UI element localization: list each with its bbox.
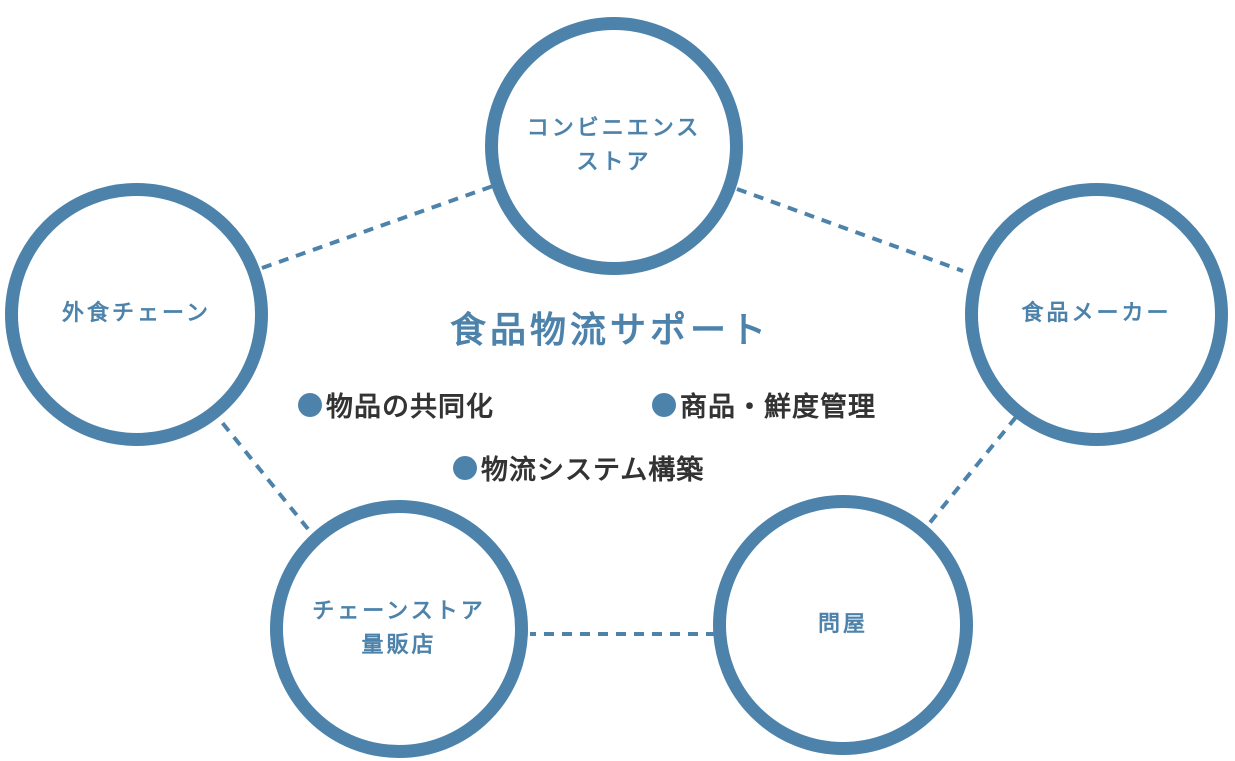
node-chain-store-line2: 量販店	[361, 633, 437, 658]
node-convenience-store-line2: ストア	[576, 150, 652, 175]
node-food-maker-text: 食品メーカー	[1021, 301, 1172, 327]
feature-freshness-management: 商品・鮮度管理	[652, 385, 876, 424]
feature-logistics-system-label: 物流システム構築	[481, 455, 705, 486]
node-food-service-chain: 外食チェーン	[5, 183, 268, 446]
node-convenience-store: コンビニエンス ストア	[485, 17, 743, 275]
node-food-service-chain-text: 外食チェーン	[62, 301, 211, 327]
connector-food-maker-wholesaler	[926, 415, 1018, 527]
node-convenience-store-label: コンビニエンス ストア	[527, 112, 702, 180]
node-wholesaler: 問屋	[713, 495, 973, 755]
node-food-maker-label: 食品メーカー	[1021, 297, 1171, 331]
node-chain-store-line1: チェーンストア	[312, 598, 486, 624]
node-food-maker: 食品メーカー	[965, 183, 1228, 446]
connector-food-chain-convenience	[261, 184, 494, 270]
feature-shared-goods: 物品の共同化	[298, 385, 494, 424]
feature-shared-goods-label: 物品の共同化	[326, 392, 494, 423]
connector-convenience-food-maker	[736, 187, 964, 273]
node-convenience-store-line1: コンビニエンス	[526, 115, 702, 141]
feature-logistics-system: 物流システム構築	[453, 448, 704, 487]
bullet-dot-icon	[298, 392, 322, 417]
center-title: 食品物流サポート	[449, 310, 770, 351]
node-food-service-chain-label: 外食チェーン	[62, 297, 211, 331]
feature-freshness-management-label: 商品・鮮度管理	[680, 392, 876, 423]
node-chain-store: チェーンストア 量販店	[270, 500, 528, 758]
node-wholesaler-text: 問屋	[817, 611, 868, 637]
bullet-dot-icon	[652, 392, 676, 417]
node-wholesaler-label: 問屋	[818, 608, 868, 642]
connector-chain-store-food-chain	[214, 413, 310, 531]
node-chain-store-label: チェーンストア 量販店	[312, 595, 485, 663]
bullet-dot-icon	[453, 455, 477, 480]
